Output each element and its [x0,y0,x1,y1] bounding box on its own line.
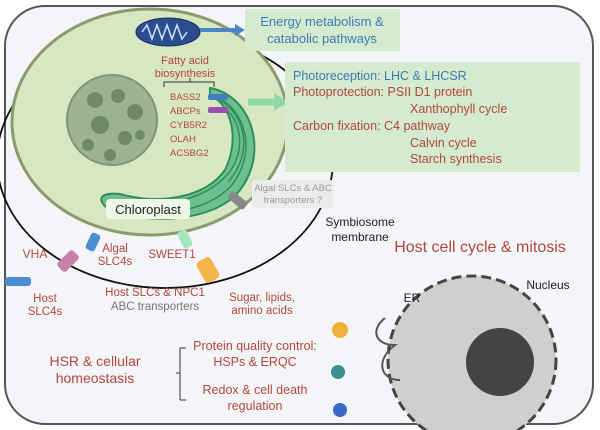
photoprotection: Photoprotection: PSII D1 protein [293,85,472,99]
vha-label: VHA [23,247,48,261]
host-nucleus [386,274,558,430]
sweet1-icon [177,229,193,249]
host-slc4-icon [5,277,31,286]
symbiosome-line2: membrane [331,230,389,244]
gene-acsbg2: ACSBG2 [170,148,209,159]
symbiosome-line1: Symbiosome [325,215,395,229]
algal-transporters-box [252,180,334,208]
host-cell-cycle: Host cell cycle & mitosis [394,239,566,256]
fatty-acid-line1: Fatty acid [161,55,209,67]
algal-slc4-icon [85,232,101,252]
gene-olah: OLAH [170,134,196,145]
bass2-transporter-icon [208,94,228,100]
calvin: Calvin cycle [410,136,477,150]
nucleus-label: Nucleus [526,278,569,292]
algal-transporters-line1: Algal SLCs & ABC [254,183,332,194]
carbon-fixation: Carbon fixation: C4 pathway [293,119,451,133]
host-slcs-line2: ABC transporters [111,301,199,313]
protein-icon-blue [333,403,347,417]
chloroplast-label: Chloroplast [115,202,181,217]
gene-bass2: BASS2 [170,92,201,103]
energy-line2: catabolic pathways [267,31,377,46]
mitochondrion-icon [135,17,201,47]
photosynthesis-box [285,62,580,172]
hsr-line1: HSR & cellular [49,353,140,369]
algal-nucleus [66,74,158,166]
redox-line2: regulation [228,399,283,413]
host-slc4-line2: SLC4s [28,306,63,318]
er-icon [375,317,401,381]
energy-box [245,9,400,51]
algal-transporters-line2: transporters ? [264,195,323,206]
redox-line1: Redox & cell death [203,383,308,397]
algal-slc4-line1: Algal [102,243,128,255]
chloroplast-label-box [106,199,190,219]
fatty-acid-bracket [163,78,215,87]
vha-icon [57,250,79,272]
er-label: ER [404,291,421,305]
gene-abcps: ABCPs [170,106,201,117]
hsr-bracket [176,347,186,401]
gray-transporter-icon [227,191,248,210]
photo-arrowhead [274,93,288,111]
xanthophyll: Xanthophyll cycle [410,102,507,116]
pqc-line1: Protein quality control: [193,339,317,353]
sweet1-label: SWEET1 [148,249,195,261]
host-slcs-line1: Host SLCs & NPC1 [105,287,205,299]
sugar-line1: Sugar, lipids, [229,292,295,304]
starch: Starch synthesis [410,152,502,166]
photoreception: Photoreception: LHC & LHCSR [293,69,467,83]
energy-arrowhead [235,24,245,36]
pqc-line2: HSPs & ERQC [213,355,296,369]
gene-cyb5r2: CYB5R2 [170,120,207,131]
sugar-line2: amino acids [231,305,293,317]
abcp-transporter-icon [208,107,228,113]
hsr-line2: homeostasis [56,370,135,386]
host-slc-icon [196,257,220,283]
fatty-acid-line2: biosynthesis [155,68,216,80]
algal-slc4-line2: SLC4s [98,256,133,268]
protein-icon-yellow [332,322,348,338]
protein-icon-teal [331,365,345,379]
energy-line1: Energy metabolism & [260,14,384,29]
host-slc4-line1: Host [33,293,57,305]
